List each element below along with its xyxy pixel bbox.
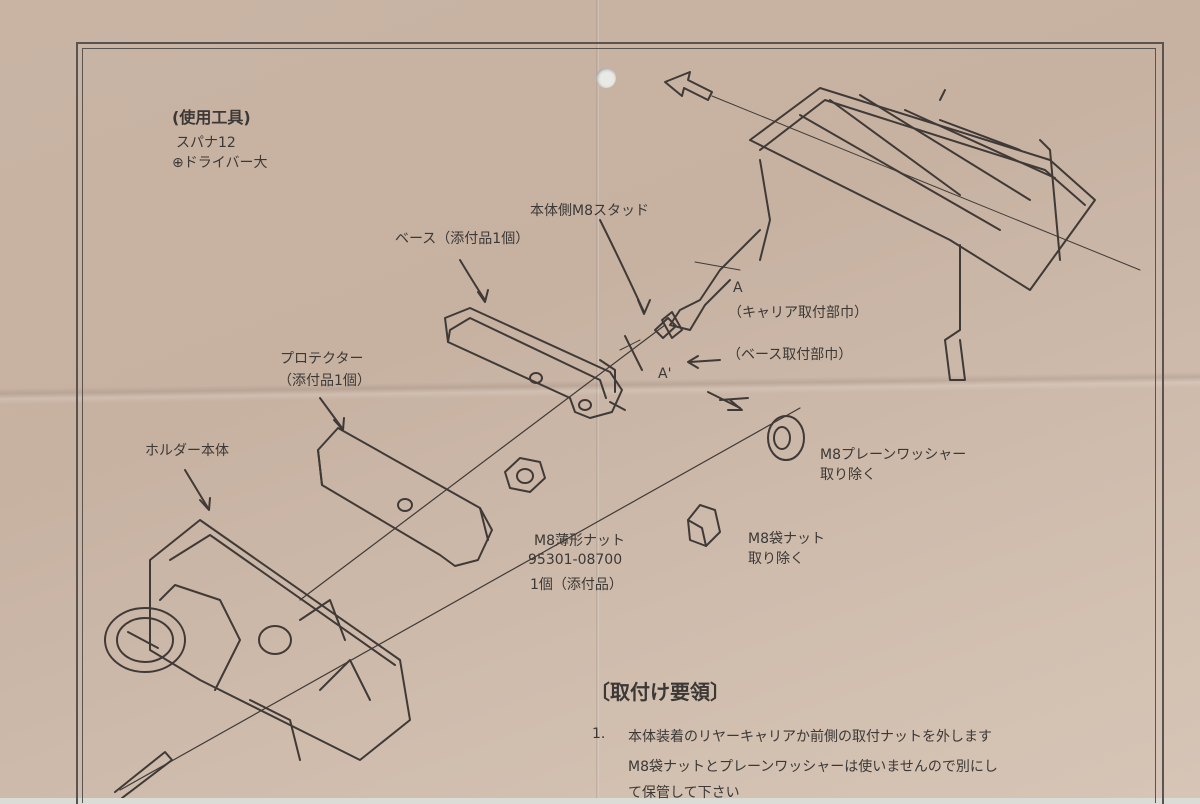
step1-line2: M8袋ナットとプレーンワッシャーは使いませんので別にし <box>628 759 998 775</box>
label-dimension-a: A <box>733 280 743 296</box>
tools-heading: (使用工具) <box>172 108 251 127</box>
label-base-width: （ベース取付部巾） <box>727 347 853 363</box>
front-direction-arrow-icon <box>664 71 713 101</box>
punch-hole <box>596 68 616 88</box>
tool-spanner: スパナ12 <box>176 135 236 151</box>
label-thin-nut-line1: M8薄形ナット <box>534 533 625 549</box>
step1-line1: 本体装着のリヤーキャリアか前側の取付ナットを外します <box>628 729 992 745</box>
step1-line3: て保管して下さい <box>628 785 740 801</box>
screw-drawing <box>114 751 173 798</box>
tool-screwdriver: ⊕ドライバー大 <box>172 155 268 171</box>
label-thin-nut-part-number: 95301-08700 <box>528 552 623 568</box>
instructions-heading: 〔取付け要領〕 <box>590 680 730 704</box>
label-washer-line2: 取り除く <box>820 467 876 483</box>
label-cap-nut-line2: 取り除く <box>748 551 804 567</box>
label-protector-line2: （添付品1個） <box>278 373 371 389</box>
plain-washer-drawing <box>767 415 805 461</box>
vertical-fold-crease <box>596 0 599 798</box>
label-protector-line1: プロテクター <box>280 351 364 367</box>
label-thin-nut-line3: 1個（添付品） <box>530 577 623 593</box>
label-cap-nut-line1: M8袋ナット <box>748 531 825 547</box>
protector-drawing <box>317 427 493 567</box>
cap-nut-drawing <box>687 504 721 547</box>
rear-carrier-drawing <box>661 87 1096 381</box>
label-stud: 本体側M8スタッド <box>530 203 649 219</box>
inner-border <box>82 48 1156 803</box>
label-carrier-width: （キャリア取付部巾） <box>728 305 868 321</box>
label-holder: ホルダー本体 <box>145 443 229 459</box>
base-plate-drawing <box>444 307 626 419</box>
label-washer-line1: M8プレーンワッシャー <box>820 447 967 463</box>
step1-number: 1. <box>592 726 606 742</box>
label-dimension-a-prime: A' <box>658 366 672 382</box>
outer-border <box>76 42 1164 804</box>
label-base: ベース（添付品1個） <box>395 231 530 247</box>
holder-body-drawing <box>104 519 411 761</box>
thin-nut-drawing <box>504 457 546 493</box>
